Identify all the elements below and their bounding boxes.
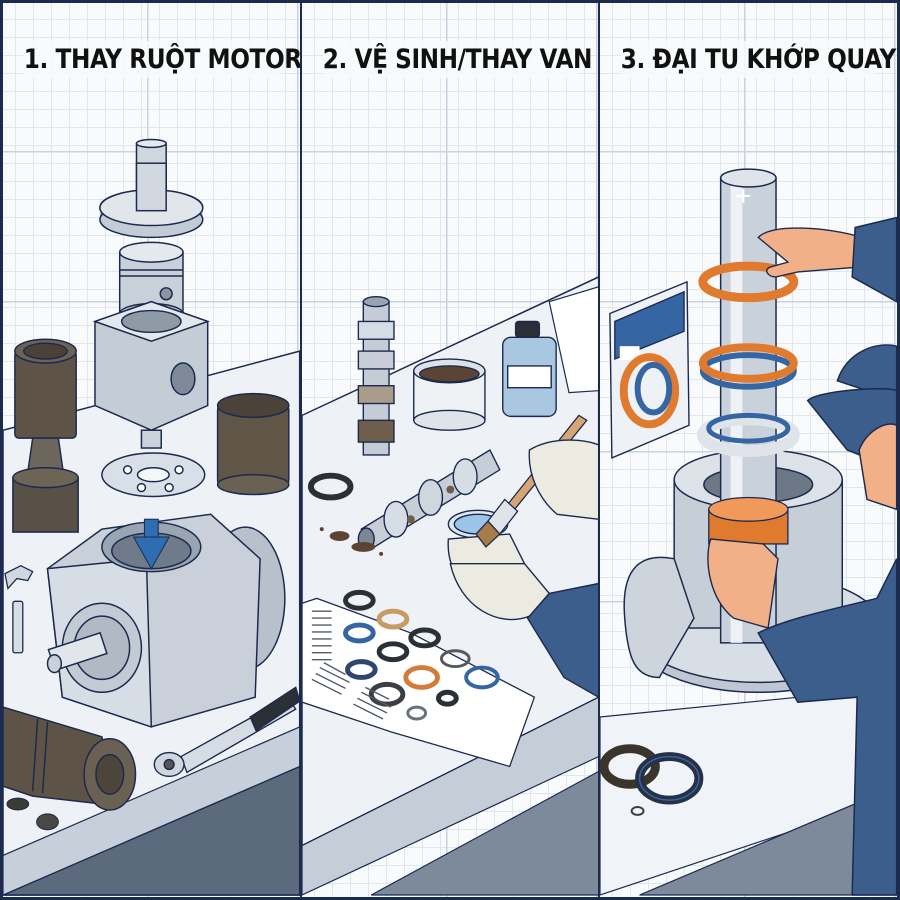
orange-seal-install <box>708 496 789 545</box>
gloved-hand-icon <box>528 439 599 520</box>
ratchet-icon <box>153 686 300 778</box>
old-spool-assembly-icon <box>3 706 137 811</box>
cylinder-block-icon <box>92 300 210 449</box>
small-ring-icon <box>36 813 59 831</box>
orange-blue-seal-middle <box>699 343 799 390</box>
seal-package-icon <box>609 280 691 459</box>
workbench-cabinet <box>370 770 599 896</box>
seal-kit <box>342 589 500 721</box>
cleaning-fluid-bottle-icon <box>501 320 557 418</box>
small-ring-icon <box>6 797 30 811</box>
step-3-title: 3. ĐẠI TU KHỚP QUAY <box>621 41 897 78</box>
motor-core-illustration <box>3 138 300 896</box>
springs-icon <box>311 610 391 720</box>
old-seals-icon <box>600 744 704 816</box>
panel-clean-replace-valve: 2. VỆ SINH/THAY VAN <box>299 3 599 897</box>
technician-icon <box>757 216 898 896</box>
motor-housing-icon <box>46 513 286 728</box>
blue-seal-lower <box>697 412 801 457</box>
panel-rotary-joint-overhaul: 3. ĐẠI TU KHỚP QUAY <box>598 3 898 897</box>
dirt-spots <box>319 527 383 556</box>
rotary-joint-illustration <box>600 168 898 896</box>
port-plate-icon <box>101 452 206 498</box>
pin-icon <box>12 600 24 654</box>
old-piston-rod-icon <box>12 338 79 533</box>
shaft-flange-icon <box>99 138 204 239</box>
valve-spool-icon <box>357 449 501 551</box>
cloth-icon <box>548 286 599 394</box>
arrow-down-icon <box>132 518 170 570</box>
wrench-icon <box>4 564 34 590</box>
valve-cleaning-illustration <box>301 276 599 896</box>
valve-spool-dirty-icon <box>357 296 395 456</box>
orange-seal-top <box>698 261 799 303</box>
workbench-front <box>639 785 898 896</box>
old-piston-icon <box>216 392 290 496</box>
step-2-title: 2. VỆ SINH/THAY VAN <box>322 41 592 78</box>
sludge-jar-icon <box>412 358 486 431</box>
panel-replace-motor-core: 1. THAY RUỘT MOTOR <box>3 3 300 897</box>
o-ring-icon <box>307 472 354 501</box>
step-1-title: 1. THAY RUỘT MOTOR <box>23 41 300 78</box>
hand-bottom-icon <box>707 538 780 629</box>
